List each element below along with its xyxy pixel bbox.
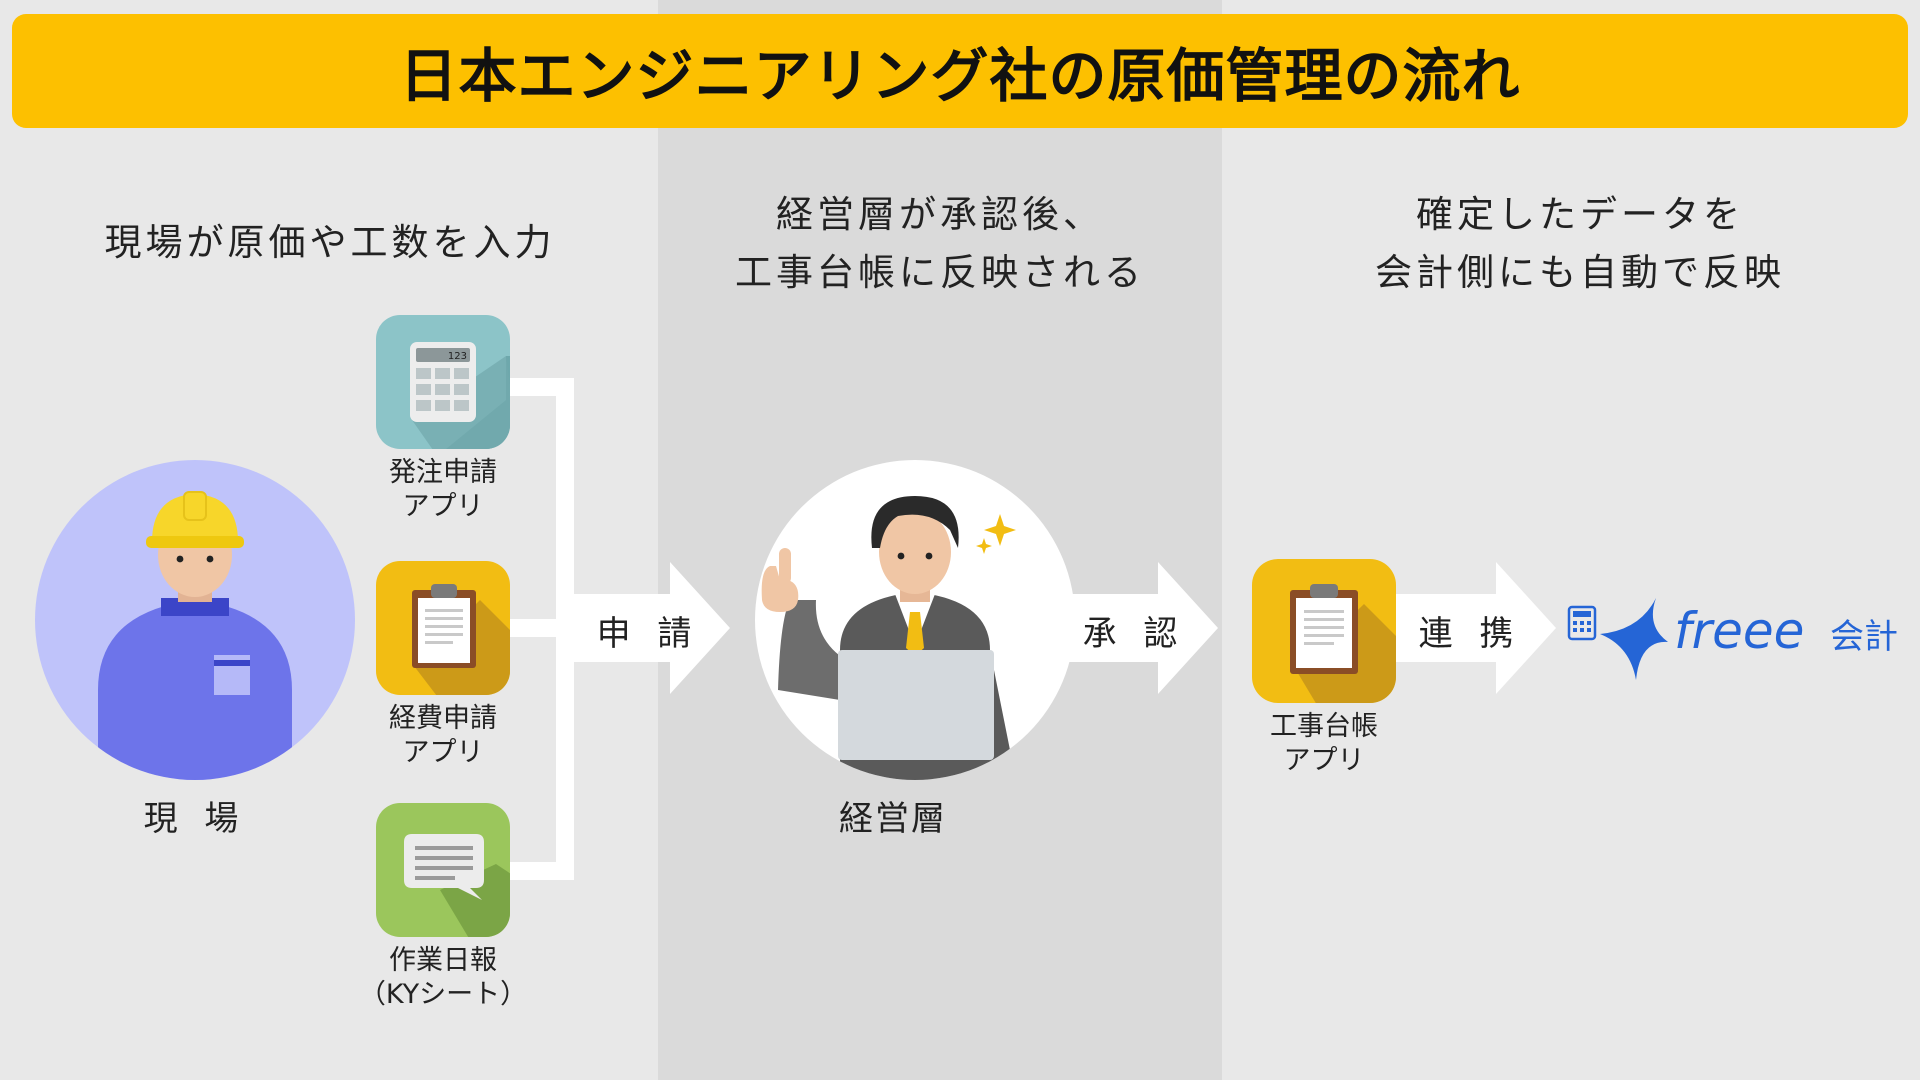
- daily-report-app-label-line2: （KYシート）: [358, 979, 528, 1010]
- order-app-icon: 123: [376, 315, 510, 449]
- ledger-app-label-line2: アプリ: [1283, 745, 1365, 776]
- ledger-app-label: 工事台帳 アプリ: [1224, 710, 1424, 778]
- expense-app-label: 経費申請 アプリ: [343, 702, 543, 770]
- ledger-app-label-line1: 工事台帳: [1270, 711, 1378, 742]
- freee-wordmark: freee: [1674, 602, 1804, 660]
- field-caption-text: 現場が原価や工数を入力: [104, 221, 556, 264]
- calculator-display-text: 123: [448, 351, 467, 362]
- freee-suffix: 会計: [1830, 617, 1898, 657]
- management-caption-line1: 経営層が承認後、: [776, 193, 1104, 236]
- accounting-caption: 確定したデータを 会計側にも自動で反映: [1300, 186, 1860, 302]
- title-banner: 日本エンジニアリング社の原価管理の流れ: [12, 14, 1908, 128]
- expense-app-icon: [376, 561, 510, 695]
- management-caption-line2: 工事台帳に反映される: [735, 251, 1145, 294]
- approve-arrow: [1060, 562, 1218, 694]
- daily-report-app-label-line1: 作業日報: [389, 945, 497, 976]
- link-arrow-label: 連 携: [1418, 614, 1522, 654]
- executive-illustration: [755, 460, 1075, 780]
- accounting-caption-line1: 確定したデータを: [1416, 193, 1744, 236]
- accounting-caption-line2: 会計側にも自動で反映: [1375, 251, 1785, 294]
- management-person-label: 経営層: [839, 799, 947, 839]
- approve-arrow-label: 承 認: [1082, 614, 1186, 654]
- apply-arrow: [572, 562, 730, 694]
- link-arrow: [1396, 562, 1556, 694]
- field-caption: 現場が原価や工数を入力: [60, 214, 600, 272]
- apply-arrow-label: 申 請: [596, 614, 700, 654]
- freee-logo: freee 会計: [1567, 598, 1898, 680]
- order-app-label: 発注申請 アプリ: [343, 456, 543, 524]
- order-app-label-line1: 発注申請: [389, 457, 497, 488]
- daily-report-app-icon: [376, 803, 510, 937]
- daily-report-app-label: 作業日報 （KYシート）: [343, 944, 543, 1012]
- order-app-label-line2: アプリ: [402, 491, 484, 522]
- expense-app-label-line1: 経費申請: [389, 703, 497, 734]
- field-person-label: 現 場: [144, 799, 247, 839]
- expense-app-label-line2: アプリ: [402, 737, 484, 768]
- ledger-app-icon: [1252, 559, 1396, 703]
- connector-lines: [510, 378, 574, 880]
- management-caption: 経営層が承認後、 工事台帳に反映される: [660, 186, 1220, 302]
- worker-illustration: [35, 460, 355, 780]
- page-title: 日本エンジニアリング社の原価管理の流れ: [399, 42, 1521, 110]
